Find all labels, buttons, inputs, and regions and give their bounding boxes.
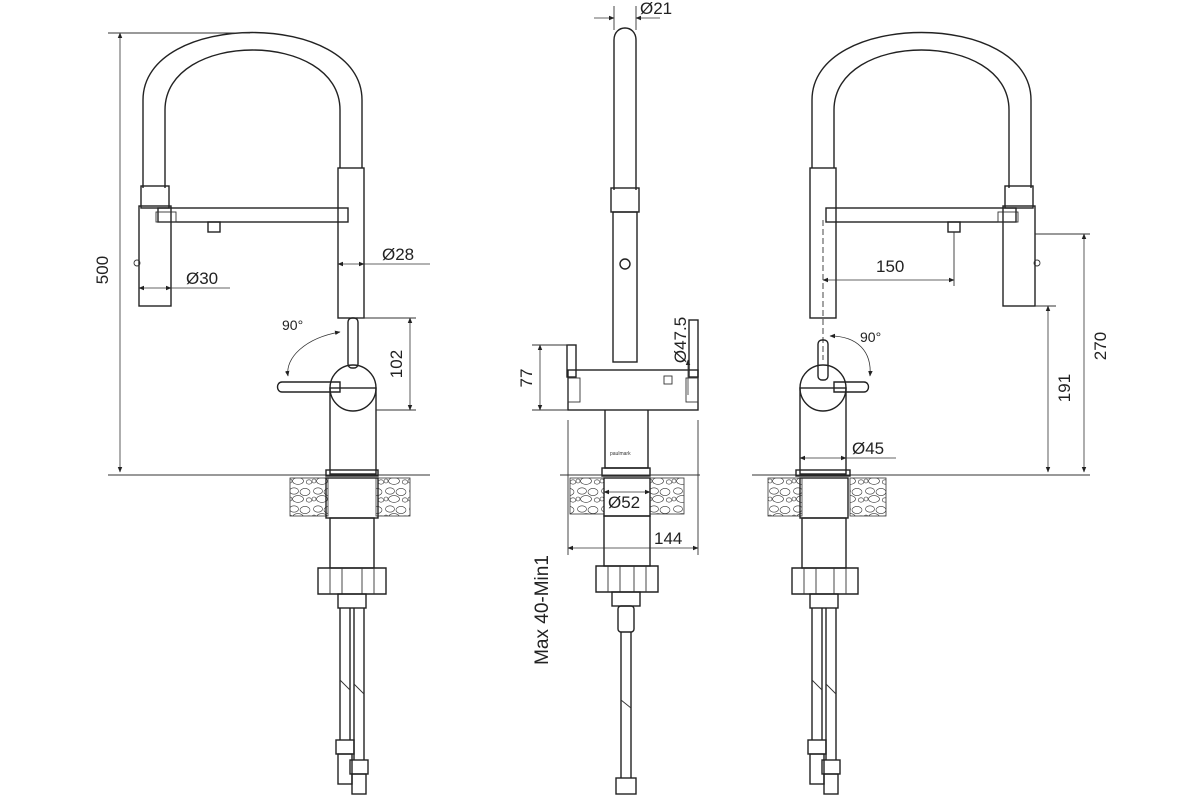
spray-button-front	[619, 258, 631, 270]
mount-nut	[317, 567, 387, 595]
brand-mark: paulmark	[610, 451, 631, 457]
base-front	[604, 410, 649, 469]
dim-label-base-diameter: Ø52	[608, 493, 640, 512]
spout-column-right	[809, 167, 837, 319]
dim-label-spout-diameter: Ø28	[382, 245, 414, 264]
lever-handle-right	[817, 339, 829, 381]
spray-head-right	[1002, 205, 1036, 307]
dim-label-height: 500	[93, 256, 112, 284]
spray-head-top-right	[1004, 185, 1034, 209]
hose-fitting	[349, 759, 369, 775]
lever-right-front	[688, 319, 699, 378]
mount-plate	[329, 517, 375, 569]
holder-bar	[157, 207, 349, 223]
body-front	[567, 369, 699, 411]
spray-head-top	[140, 185, 170, 209]
dim-label-lever-height-front: 77	[517, 369, 536, 388]
holder-clip	[207, 221, 221, 233]
faucet-body-right	[799, 387, 847, 475]
hose-fitting	[335, 739, 355, 755]
spout-pillar	[613, 27, 637, 190]
faucet-body	[329, 387, 377, 475]
dim-label-side-diameter: Ø47.5	[671, 317, 690, 363]
dim-label-base-width: 144	[654, 529, 682, 548]
spout-arc-outer-right	[811, 31, 1032, 188]
spout-arc-inner-right	[833, 49, 1010, 188]
spout-column	[337, 167, 365, 319]
shank	[325, 477, 379, 519]
dim-label-lever-angle: 90°	[282, 317, 303, 333]
spout-arc-inner	[164, 49, 341, 188]
lever-arm-right	[833, 381, 870, 393]
base-plate-front	[601, 467, 651, 477]
spout-arc-outer	[142, 31, 363, 188]
right-view: 150 90° 191 270 Ø45	[752, 31, 1110, 795]
dim-label-body-diameter: Ø45	[852, 439, 884, 458]
countertop-section	[375, 477, 411, 517]
dim-label-lever-angle-right: 90°	[860, 329, 881, 345]
spray-head	[138, 205, 172, 307]
stud	[337, 593, 367, 609]
dim-label-lever-height: 102	[387, 350, 406, 378]
front-view: Ø21 paulmark Ø47.5	[517, 0, 700, 795]
dim-label-head-diameter: Ø30	[186, 269, 218, 288]
faucet-base	[325, 469, 379, 477]
lever-left-front	[566, 344, 577, 378]
column-front	[612, 211, 638, 363]
dim-label-outlet-191: 191	[1055, 374, 1074, 402]
dim-label-countertop: Max 40-Min1	[532, 555, 553, 665]
countertop-section	[289, 477, 329, 517]
holder-ring	[155, 211, 177, 223]
dim-label-outlet-270: 270	[1091, 332, 1110, 360]
holder-bar-right	[825, 207, 1017, 223]
mount-nut-front	[595, 565, 659, 593]
spray-head-front	[610, 187, 640, 213]
left-view: 500 Ø30 Ø28 90° 102	[93, 31, 430, 795]
dim-label-reach: 150	[876, 257, 904, 276]
mount-front	[603, 515, 651, 567]
lever-handle	[347, 317, 359, 369]
dim-label-top-diameter: Ø21	[640, 0, 672, 18]
spray-button	[133, 259, 141, 267]
